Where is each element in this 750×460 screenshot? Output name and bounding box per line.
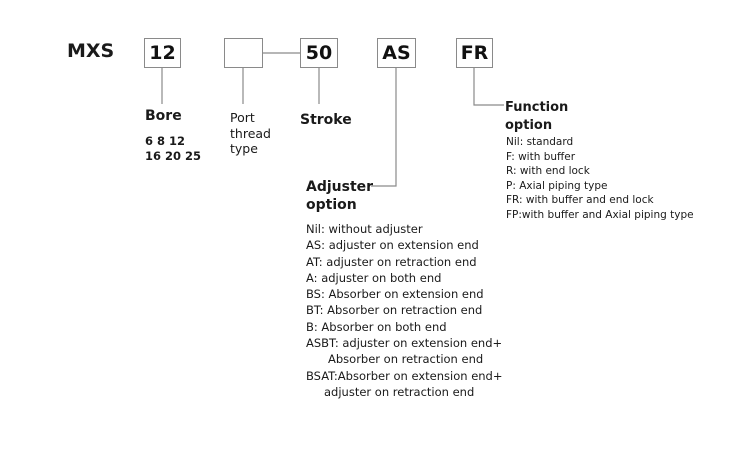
port-title-line: thread: [230, 125, 271, 141]
function-title-line: option: [505, 118, 553, 133]
function-title: Function option: [505, 99, 568, 135]
adjuster-option-item: AT: adjuster on retraction end: [306, 254, 477, 269]
adjuster-title: Adjuster option: [306, 178, 373, 214]
adjuster-option-item: Absorber on retraction end: [328, 352, 484, 367]
port-title: Port thread type: [230, 110, 271, 157]
adjuster-option-item: AS: adjuster on extension end: [306, 238, 479, 253]
bore-code-box: 12: [144, 38, 181, 68]
function-code-box: FR: [456, 38, 493, 68]
port-title-line: Port: [230, 110, 255, 125]
port-title-line: type: [230, 141, 258, 156]
adjuster-option-item: BSAT:Absorber on extension end+: [306, 368, 503, 383]
function-option-item: P: Axial piping type: [506, 179, 608, 192]
function-option-item: FR: with buffer and end lock: [506, 194, 654, 206]
adjuster-options-list: Nil: without adjuster AS: adjuster on ex…: [306, 221, 503, 400]
adjuster-option-item: BT: Absorber on retraction end: [306, 303, 483, 318]
adjuster-option-item: Nil: without adjuster: [306, 222, 423, 236]
bore-title: Bore: [145, 108, 182, 124]
stroke-code-box: 50: [300, 38, 338, 68]
adjuster-option-item: adjuster on retraction end: [324, 384, 475, 399]
function-option-item: FP:with buffer and Axial piping type: [506, 208, 694, 221]
adjuster-title-line: option: [306, 197, 357, 213]
adjuster-code-box: AS: [377, 38, 416, 68]
adjuster-option-item: ASBT: adjuster on extension end+: [306, 336, 503, 351]
bore-values-line: 6 8 12: [145, 134, 186, 148]
function-option-item: R: with end lock: [506, 165, 590, 177]
function-leader: [473, 67, 504, 106]
adjuster-leader: [371, 67, 397, 187]
adjuster-option-item: A: adjuster on both end: [306, 270, 442, 285]
function-title-line: Function: [505, 100, 569, 115]
model-prefix: MXS: [67, 40, 115, 62]
function-option-item: F: with buffer: [506, 150, 576, 163]
stroke-title: Stroke: [300, 112, 352, 128]
port-code-box: [224, 38, 263, 68]
adjuster-option-item: B: Absorber on both end: [306, 319, 447, 334]
function-options-list: Nil: standard F: with buffer R: with end…: [506, 135, 694, 222]
adjuster-option-item: BS: Absorber on extension end: [306, 287, 484, 302]
bore-values-line: 16 20 25: [145, 149, 202, 163]
bore-values: 6 8 12 16 20 25: [145, 134, 201, 164]
adjuster-title-line: Adjuster: [306, 179, 374, 195]
function-option-item: Nil: standard: [506, 136, 574, 148]
